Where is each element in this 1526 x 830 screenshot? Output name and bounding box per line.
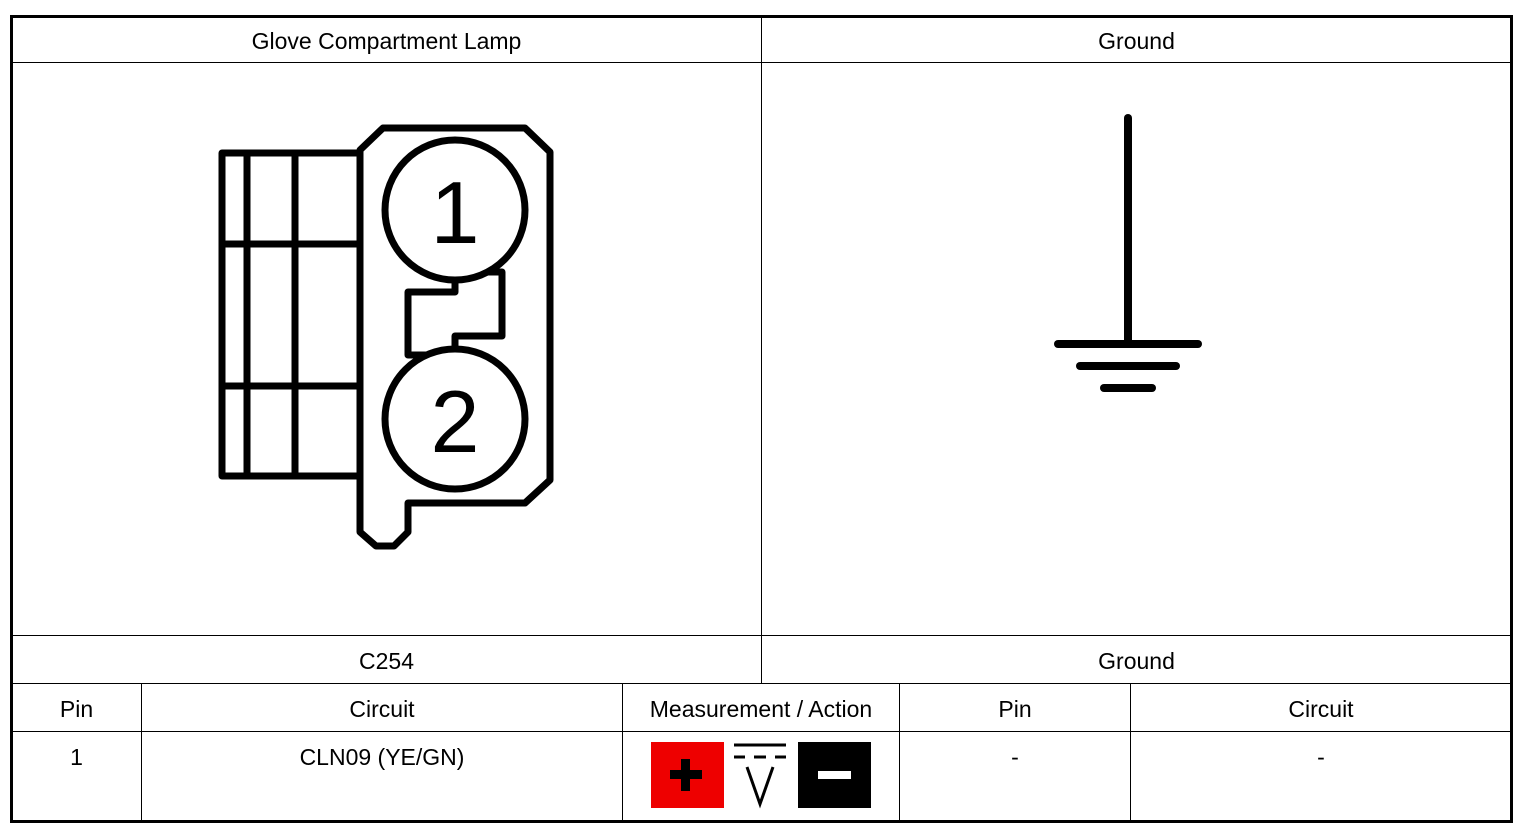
connector-diagram: 1 2: [218, 124, 554, 550]
header-pin-left: Pin: [59, 696, 94, 722]
header-circuit-right: Circuit: [1288, 696, 1354, 722]
pin-1-circle: [381, 136, 529, 284]
ground-id: Ground: [1098, 648, 1175, 674]
row-1-pin-left: 1: [70, 744, 83, 770]
dc-voltage-icon: [734, 743, 786, 809]
connector-key-notch: [404, 268, 506, 359]
header-pin-right: Pin: [998, 696, 1032, 722]
header-circuit-left: Circuit: [349, 696, 415, 722]
header-measurement: Measurement / Action: [649, 696, 873, 722]
pinout-table-frame: [10, 15, 1513, 823]
divider-center: [761, 17, 762, 684]
row-1-circuit-right: -: [1317, 744, 1325, 770]
divider-table-header: [12, 731, 1511, 732]
divider-col-1: [141, 683, 142, 821]
divider-col-4: [1130, 683, 1131, 821]
connector-title: Glove Compartment Lamp: [251, 28, 522, 54]
pin-2-label: 2: [431, 372, 480, 471]
divider-col-2: [622, 683, 623, 821]
ground-icon: [1054, 114, 1202, 392]
row-1-circuit-left: CLN09 (YE/GN): [299, 744, 465, 770]
row-1-pin-right: -: [1011, 744, 1019, 770]
divider-col-3: [899, 683, 900, 821]
connector-latch-body: [218, 149, 364, 480]
pin-2-circle: [381, 345, 529, 493]
row-1-measurement: [651, 742, 871, 809]
connector-id: C254: [359, 648, 414, 674]
pin-1-label: 1: [431, 163, 480, 262]
minus-probe-icon: [798, 742, 871, 808]
ground-title: Ground: [1098, 28, 1175, 54]
connector-housing-outline: [356, 124, 554, 550]
plus-probe-icon: [651, 742, 724, 808]
